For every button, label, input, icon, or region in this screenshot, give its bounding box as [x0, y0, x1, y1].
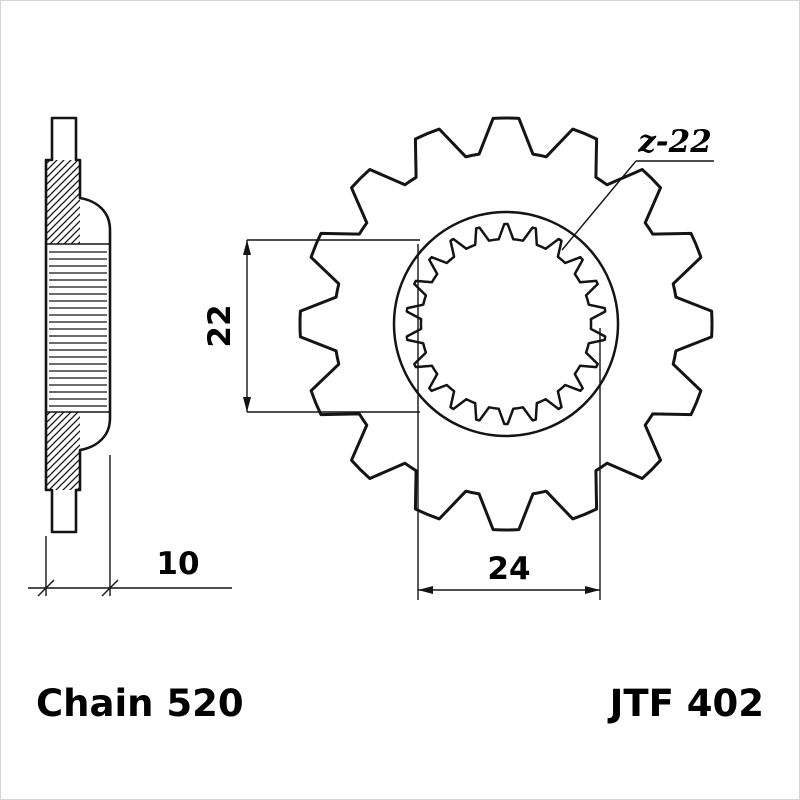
outer-dimension-label: 24	[487, 551, 530, 587]
tick-mark-icon	[37, 579, 55, 597]
part-number-label: JTF 402	[607, 682, 764, 725]
hub-spline-section	[49, 251, 107, 407]
hatch-lower	[46, 412, 80, 490]
spline-bore-outline	[405, 222, 607, 426]
side-view	[44, 116, 112, 534]
teeth-callout: z-22	[561, 124, 714, 251]
arrowhead-down-icon	[243, 397, 251, 412]
arrowhead-right-icon	[585, 586, 600, 594]
hub-circle	[392, 210, 620, 438]
arrowhead-up-icon	[243, 240, 251, 255]
spline-teeth-label: z-22	[637, 124, 712, 160]
dimension-bore: 22	[202, 239, 420, 413]
tick-mark-icon	[101, 579, 119, 597]
front-view	[298, 116, 714, 532]
chain-size-label: Chain 520	[36, 682, 244, 725]
hatch-upper	[46, 160, 80, 244]
leader-line	[561, 160, 637, 251]
dimension-width: 10	[28, 455, 232, 597]
bore-dimension-label: 22	[202, 304, 238, 347]
width-dimension-label: 10	[156, 546, 199, 582]
dimension-outer: 24	[417, 244, 601, 600]
arrowhead-left-icon	[418, 586, 433, 594]
